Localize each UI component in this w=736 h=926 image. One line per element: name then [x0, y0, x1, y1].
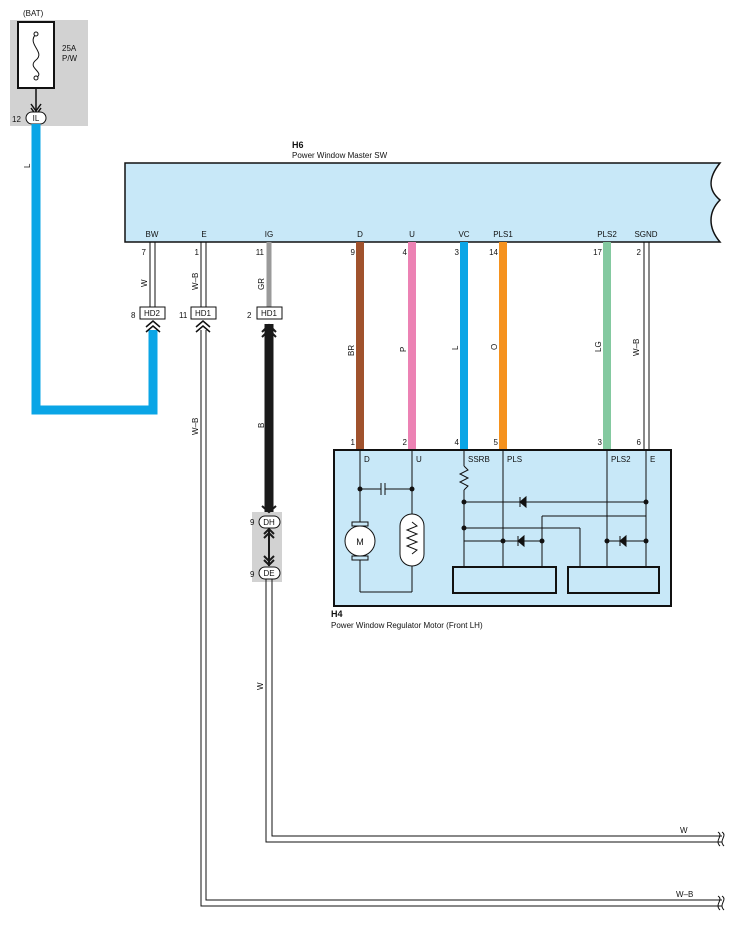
hd2-connector: [139, 306, 166, 320]
motor-pin-1: 1: [351, 438, 356, 447]
wire-label-wb-end: W–B: [676, 890, 693, 899]
terminal-sgnd: SGND: [634, 230, 657, 239]
pin-bw: 7: [142, 248, 147, 257]
pin-ig: 11: [256, 248, 265, 257]
master-switch-name: Power Window Master SW: [292, 151, 388, 160]
pin-pls2: 17: [593, 248, 602, 257]
pin-sgnd: 2: [637, 248, 642, 257]
wire-label-gr: GR: [257, 278, 266, 290]
terminal-vc: VC: [458, 230, 469, 239]
master-switch-code: H6: [292, 140, 304, 150]
arrow-down-icon: [30, 103, 42, 113]
arrow-up-icon: [263, 527, 275, 539]
ic-block-right: [567, 566, 660, 594]
fuse-icon: [32, 33, 40, 79]
hd1-ig-pin: 2: [247, 311, 252, 320]
wire-wb-outer: [200, 330, 722, 907]
wire-wb-inner: [205, 330, 722, 901]
bat-label: (BAT): [23, 9, 44, 18]
wire-break-icon: [717, 831, 721, 847]
wire-label-lg: LG: [594, 341, 603, 352]
ic-block-left: [452, 566, 557, 594]
motor-terminal-ssrb: SSRB: [468, 455, 490, 464]
wire-label-sgnd: W–B: [632, 339, 641, 356]
wire-w-inner: [271, 579, 722, 837]
wire-label-w-end: W: [680, 826, 688, 835]
wire-break-icon: [721, 895, 725, 911]
hd2-name: HD2: [144, 309, 161, 318]
wire-break-icon: [717, 895, 721, 911]
terminal-pls2: PLS2: [597, 230, 617, 239]
motor-terminal-e: E: [650, 455, 655, 464]
terminal-bw: BW: [146, 230, 159, 239]
fuse-node-top: [33, 31, 39, 37]
arrow-down-icon: [261, 505, 277, 514]
junction-dots: [357, 486, 649, 544]
terminal-pls1: PLS1: [493, 230, 513, 239]
motor-name: Power Window Regulator Motor (Front LH): [331, 621, 483, 630]
il-name: IL: [33, 114, 40, 123]
dh-pin: 9: [250, 518, 255, 527]
hd1-ig-name: HD1: [261, 309, 278, 318]
il-pin: 12: [12, 115, 21, 124]
wire-label-de: W: [256, 682, 265, 690]
arrow-up-icon: [145, 320, 161, 333]
hd1-e-name: HD1: [195, 309, 212, 318]
wire-label-p: P: [399, 347, 408, 352]
motor-pin-6: 6: [637, 438, 642, 447]
de-pin: 9: [250, 570, 255, 579]
dh-name: DH: [263, 518, 275, 527]
pin-vc: 3: [455, 248, 460, 257]
motor-code: H4: [331, 609, 343, 619]
hd1-ig-connector: [256, 306, 283, 320]
terminal-ig: IG: [265, 230, 273, 239]
wire-label-vc: L: [451, 345, 460, 350]
de-name: DE: [263, 569, 274, 578]
terminal-d: D: [357, 230, 363, 239]
de-connector: [258, 566, 281, 580]
terminal-e: E: [201, 230, 206, 239]
pin-e: 1: [195, 248, 200, 257]
fuse-node-bottom: [33, 75, 39, 81]
arrow-up-icon: [195, 320, 211, 333]
pin-d: 9: [351, 248, 356, 257]
motor-symbol: M: [356, 537, 364, 547]
terminal-u: U: [409, 230, 415, 239]
motor-pin-2: 2: [403, 438, 408, 447]
motor-terminal-pls: PLS: [507, 455, 522, 464]
wire-label-e-bottom: W–B: [191, 418, 200, 435]
arrow-up-icon: [261, 323, 277, 338]
wire-break-icon: [721, 831, 725, 847]
motor-terminal-d: D: [364, 455, 370, 464]
wire-label-o: O: [490, 344, 499, 350]
motor-terminal-pls2: PLS2: [611, 455, 631, 464]
fuse-name: P/W: [62, 54, 78, 63]
fuse-amp: 25A: [62, 44, 77, 53]
hd1-e-connector: [190, 306, 217, 320]
hd2-pin: 8: [131, 311, 136, 320]
motor-pin-5: 5: [494, 438, 499, 447]
motor-pin-4: 4: [455, 438, 460, 447]
wire-w-outer: [265, 579, 722, 843]
hd1-e-pin: 11: [179, 311, 188, 320]
motor-terminal-u: U: [416, 455, 422, 464]
arrow-down-icon: [263, 555, 275, 567]
pin-u: 4: [403, 248, 408, 257]
master-switch-panel: [124, 162, 722, 243]
wire-label-br: BR: [347, 345, 356, 356]
pin-pls1: 14: [489, 248, 498, 257]
wire-label-l: L: [23, 163, 32, 168]
motor-pin-3: 3: [598, 438, 603, 447]
wire-label-bw: W: [140, 279, 149, 287]
wire-label-e-top: W–B: [191, 273, 200, 290]
wire-l-battery: [31, 124, 158, 415]
wire-label-b: B: [257, 423, 266, 428]
